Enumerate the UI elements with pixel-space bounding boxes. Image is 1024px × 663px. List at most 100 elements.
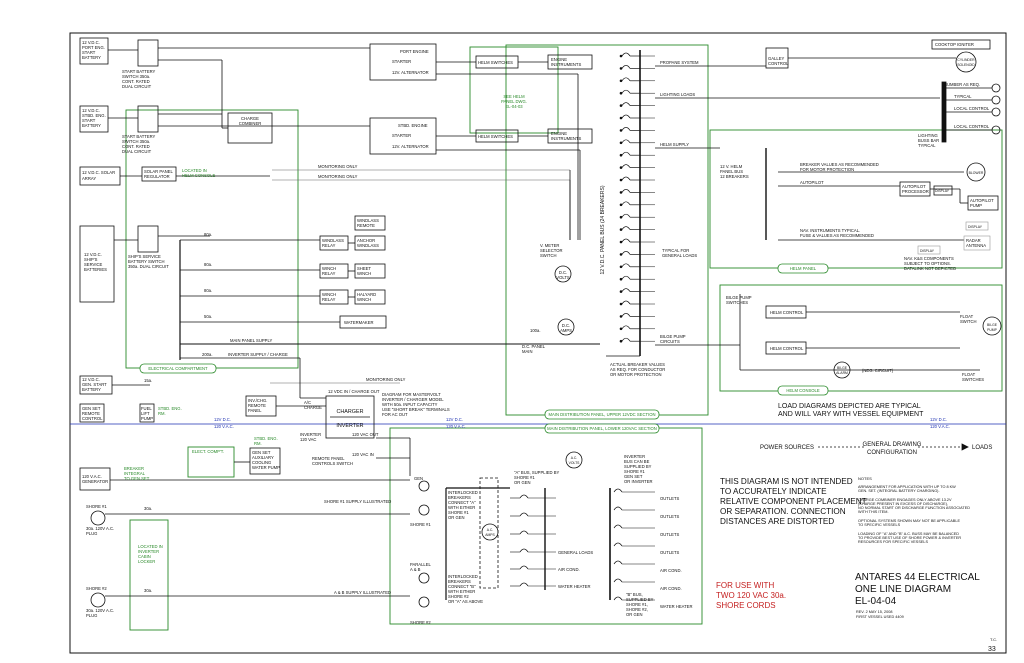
aux-stbd-1: STBD. ENG. bbox=[254, 436, 278, 441]
revision-1: REV. 2 MAY 15, 2008 bbox=[856, 610, 892, 614]
located-4: LOCKER bbox=[138, 559, 155, 564]
helm-panel-box bbox=[709, 129, 1003, 269]
located-1: LOCATED IN bbox=[138, 544, 163, 549]
b-bus-3: SHORE #1, bbox=[626, 602, 648, 607]
dc-volts-meter bbox=[554, 265, 572, 283]
autopilot-label: AUTOPILOT bbox=[800, 180, 824, 185]
vmeter-3: SWITCH bbox=[540, 253, 557, 258]
interlock2-5: SHORE #2 bbox=[448, 594, 469, 599]
breaker-note-1: BREAKER VALUES AS RECOMMENDED bbox=[800, 162, 879, 167]
blower bbox=[966, 162, 986, 182]
typical-loads-2: GENERAL LOADS bbox=[662, 253, 697, 258]
shore-1-switch bbox=[418, 504, 430, 516]
aux-pump-2: AUXILIARY bbox=[252, 455, 274, 460]
local-control-2: LOCAL CONTROL bbox=[954, 124, 990, 129]
interlock1-2: BREAKERS bbox=[448, 495, 471, 500]
battery-2-line-4: BATTERY bbox=[82, 123, 101, 128]
solar-line-1: 12 V.D.C. SOLAR bbox=[82, 170, 115, 175]
inv-desc-4: USE "SHORT BREAK" TERMINALS bbox=[382, 407, 450, 412]
dc-breaker bbox=[619, 89, 655, 95]
note-4-1: LOADING OF "A" AND "B" A.C. BUSS MAY BE … bbox=[858, 532, 959, 536]
stbd-start-battery bbox=[79, 105, 109, 133]
dc-breaker bbox=[619, 213, 655, 219]
solar-regulator bbox=[141, 166, 177, 182]
processor-1: AUTOPILOT bbox=[902, 184, 926, 189]
display-3 bbox=[917, 245, 941, 255]
switch-1-line-1: START BATTERY bbox=[122, 69, 156, 74]
b-bus-2: SUPPLIED BY bbox=[626, 597, 654, 602]
a-bus-2: SHORE #1 bbox=[514, 475, 535, 480]
breaker-200a: 200a. bbox=[202, 352, 212, 357]
notice-1: THIS DIAGRAM IS NOT INTENDED bbox=[720, 477, 853, 486]
charger-label: CHARGER bbox=[337, 409, 364, 415]
ac-breaker-right bbox=[613, 506, 655, 511]
a-bus-3: OR GEN bbox=[514, 480, 531, 485]
actual-1: ACTUAL BREAKER VALUES bbox=[610, 362, 665, 367]
config-center-2: CONFIGURATION bbox=[867, 450, 917, 456]
solenoid-2: SOLENOID bbox=[957, 63, 975, 67]
lighting-typical: TYPICAL bbox=[954, 94, 972, 99]
dc-breaker bbox=[619, 52, 655, 58]
shore-supply-1: SHORE #1 SUPPLY ILLUSTRATED bbox=[324, 499, 391, 504]
service-line-4: BATTERIES bbox=[84, 267, 107, 272]
dc-breaker bbox=[619, 189, 655, 194]
initials: T.C. bbox=[990, 637, 997, 642]
inverter-locker-box bbox=[129, 519, 169, 631]
air-cond-b2: AIR COND. bbox=[660, 586, 682, 591]
notice-3: RELATIVE COMPONENT PLACEMENT bbox=[720, 497, 867, 506]
nav-note-2: SUBJECT TO OPTIONS. bbox=[904, 261, 951, 266]
battery-1-line-4: BATTERY bbox=[82, 55, 101, 60]
propane-system: PROPANE SYSTEM bbox=[660, 60, 699, 65]
battery-1-line-2: PORT ENG. bbox=[82, 45, 105, 50]
breaker-100a: 100a. bbox=[530, 328, 540, 333]
service-batteries bbox=[79, 225, 115, 303]
ac-breaker-left bbox=[510, 494, 556, 499]
dc-breaker bbox=[619, 114, 655, 120]
shore2-switch-label: SHORE #2 bbox=[410, 620, 431, 625]
air-cond-a: AIR COND. bbox=[558, 567, 580, 572]
battery-2-line-2: STBD. ENG. bbox=[82, 113, 106, 118]
windlass-relay-1: WINDLASS bbox=[322, 238, 344, 243]
notice-4: OR SEPARATION. CONNECTION bbox=[720, 507, 846, 516]
bilge-pump bbox=[982, 316, 1002, 336]
remote-switch-2: CONTROLS SWITCH bbox=[312, 461, 353, 466]
switch-2-line-2: SWITCH 350a. bbox=[122, 139, 150, 144]
vmark-dc-1: 12V D.C. bbox=[446, 417, 463, 422]
ac-breaker-right bbox=[613, 542, 655, 547]
interlock1-6: OR GEN bbox=[448, 515, 465, 520]
solenoid-1: CYLINDER bbox=[957, 58, 975, 62]
parallel-switch bbox=[418, 572, 430, 584]
breaker-50a: 50a. bbox=[204, 314, 212, 319]
actual-2: AS REQ. FOR CONDUCTOR bbox=[610, 367, 665, 372]
located-helm-2: HELM CONSOLE bbox=[182, 173, 215, 178]
ac-breaker-left bbox=[510, 565, 556, 570]
outlets-4: OUTLETS bbox=[660, 550, 680, 555]
main-ac-panel-box bbox=[389, 427, 703, 625]
inv-remote-3: PANEL bbox=[248, 408, 262, 413]
ac-breaker-left bbox=[510, 582, 556, 587]
page-number: 33 bbox=[988, 646, 996, 653]
engine-instruments-1b: INSTRUMENTS bbox=[551, 62, 581, 67]
inv-bus-5: GEN SET bbox=[624, 474, 643, 479]
radar-2: ANTENNA bbox=[966, 243, 986, 248]
dc-volts-1: D.C. bbox=[559, 270, 567, 275]
interlock1-3: CONNECT "A" bbox=[448, 500, 476, 505]
shore-2-plug bbox=[90, 592, 106, 608]
dc-breaker bbox=[619, 288, 655, 293]
bilge-alarm bbox=[833, 361, 851, 379]
helm-bus-2: PANEL BUS bbox=[720, 169, 743, 174]
battery-2-line-3: START bbox=[82, 118, 96, 123]
battery-2-line-1: 12 V.D.C. bbox=[82, 108, 100, 113]
main-lower-tag bbox=[544, 423, 660, 434]
outlets-3: OUTLETS bbox=[660, 532, 680, 537]
vmark-dc-3: 12V D.C. bbox=[930, 417, 947, 422]
shore2-1: SHORE #2 bbox=[86, 586, 107, 591]
display-3-label: DISPLAY bbox=[920, 249, 935, 253]
radar-1: RADAR bbox=[966, 238, 981, 243]
inv-bus-6: OR INVERTER bbox=[624, 479, 653, 484]
general-loads: GENERAL LOADS bbox=[558, 550, 593, 555]
aux-pump-3: COOLING bbox=[252, 460, 271, 465]
see-helm-2: PANEL DWG. bbox=[501, 99, 527, 104]
dc-breaker bbox=[619, 139, 655, 145]
service-line-1: 12 V.D.C. bbox=[84, 252, 102, 257]
